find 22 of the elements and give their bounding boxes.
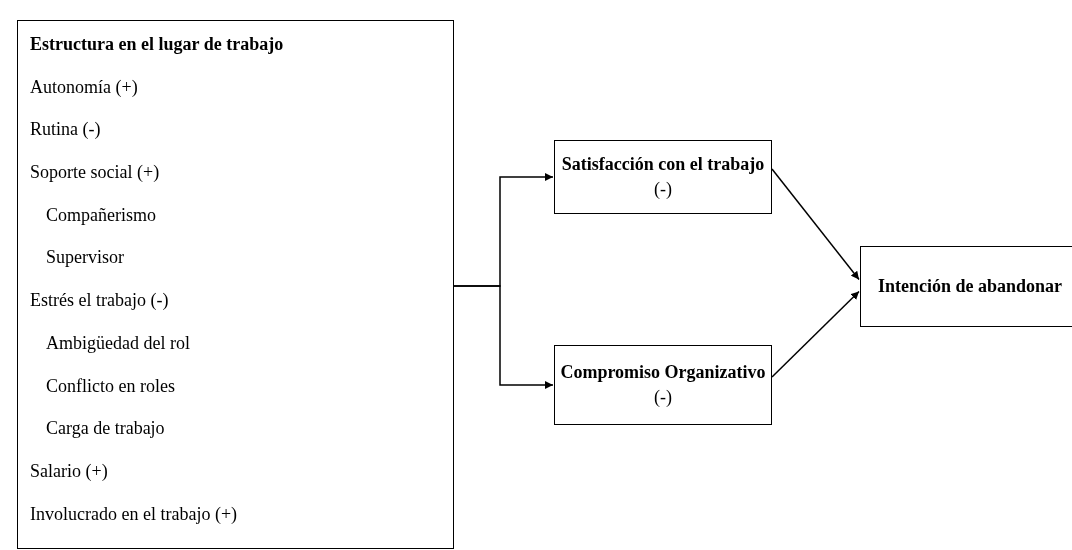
concept-box [554, 140, 772, 214]
list-item: Estrés el trabajo (-) [30, 289, 169, 313]
list-item: Salario (+) [30, 459, 108, 483]
list-box [17, 20, 454, 549]
box-label: Intención de abandonar [877, 275, 1062, 298]
concept-box [860, 246, 1072, 327]
list-item: Soporte social (+) [30, 161, 160, 185]
box-label: Compromiso Organizativo (-) [559, 361, 767, 409]
list-item: Carga de trabajo [45, 417, 165, 441]
list-item: Supervisor [45, 246, 124, 270]
list-item: Autonomía (+) [30, 75, 138, 99]
list-item: Involucrado en el trabajo (+) [30, 502, 238, 526]
box-label: Satisfacción con el trabajo (-) [560, 153, 766, 201]
list-item: Compañerismo [45, 203, 156, 227]
arrow [771, 168, 860, 281]
arrow [453, 285, 554, 389]
arrow [771, 290, 860, 378]
list-heading: Estructura en el lugar de trabajo [30, 33, 284, 56]
concept-box [554, 345, 772, 425]
list-item: Rutina (-) [30, 118, 101, 142]
list-item: Conflicto en roles [45, 374, 175, 398]
list-item: Ambigüedad del rol [45, 331, 190, 355]
